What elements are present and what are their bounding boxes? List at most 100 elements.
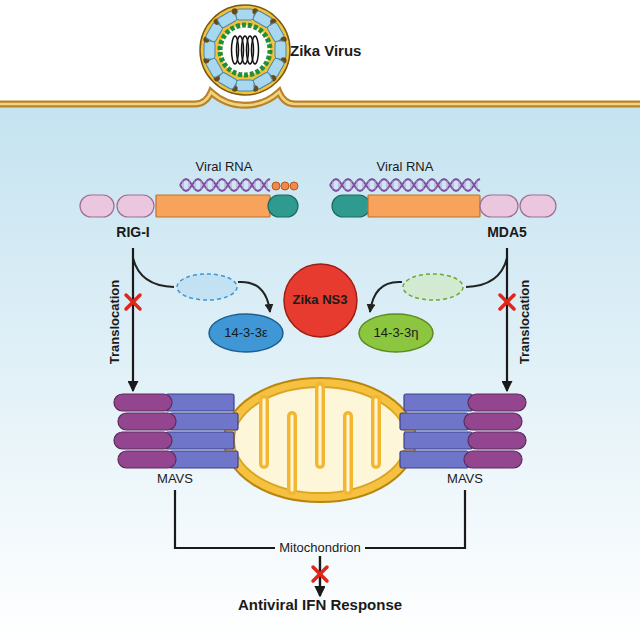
organelle-name: Mitochondrion: [275, 540, 365, 556]
rna-rung: [339, 181, 340, 189]
ns3-protein: Zika NS3: [283, 263, 358, 338]
rna-rung: [399, 181, 400, 189]
mda5-protein: MDA5: [330, 193, 558, 248]
rna-rung: [201, 181, 202, 189]
rna-rung: [207, 181, 208, 189]
rna-rung: [429, 181, 430, 189]
rna-rung: [213, 181, 214, 189]
rna-rung: [243, 181, 244, 189]
protein-domain: [268, 195, 298, 217]
block-mark: [126, 295, 140, 309]
crista: [259, 400, 269, 464]
envelope-protein: [204, 41, 215, 59]
rna-rung: [351, 181, 352, 189]
rna-label: Viral RNA: [196, 160, 253, 174]
rna-rung: [369, 181, 370, 189]
rna-label: Viral RNA: [377, 160, 434, 174]
crista: [343, 416, 353, 490]
mavs-card-domain: [118, 413, 176, 430]
rna-rung: [381, 181, 382, 189]
rna-rung: [225, 181, 226, 189]
mavs-filament: [112, 392, 238, 472]
rna-rung: [237, 181, 238, 189]
rna-rung: [261, 181, 262, 189]
node-label: MDA5: [487, 225, 527, 240]
rna-rung: [459, 181, 460, 189]
protein-domain: [117, 195, 154, 217]
rna-rung: [453, 181, 454, 189]
ifn-response: Antiviral IFN Response: [234, 597, 406, 618]
genome-coil: [252, 36, 259, 64]
outer-membrane: [224, 378, 416, 502]
node-label: 14-3-3ε: [224, 326, 267, 340]
mavs-aggregate: MAVS: [402, 392, 528, 490]
mavs-tm-domain: [404, 394, 472, 411]
edge-label: Translocation: [518, 280, 532, 365]
mavs-card-domain: [114, 432, 172, 449]
node-label: 14-3-3η: [374, 326, 419, 340]
rna-rung: [393, 181, 394, 189]
rna-rung: [411, 181, 412, 189]
rna-rung: [387, 181, 388, 189]
crista: [287, 416, 297, 490]
matrix: [234, 387, 406, 493]
protein-outline: [209, 314, 283, 352]
protein-domain: [480, 195, 518, 217]
rna-rung: [333, 181, 334, 189]
rna-rung: [405, 181, 406, 189]
triphosphate: [272, 182, 298, 190]
mavs-tm-domain: [166, 394, 234, 411]
block-mark: [126, 295, 514, 581]
mavs-card-domain: [468, 394, 526, 411]
mavs-tm-domain: [166, 432, 234, 449]
mavs-card-domain: [114, 394, 172, 411]
capsid: [220, 25, 270, 75]
mavs-tm-domain: [404, 432, 472, 449]
protein-domain: [80, 195, 114, 217]
edge-label: Translocation: [108, 280, 122, 365]
mavs-tm-domain: [170, 413, 238, 430]
cell-membrane: [0, 92, 640, 105]
rna-strand: [330, 179, 480, 191]
rna-rung: [189, 181, 190, 189]
mavs-card-domain: [468, 432, 526, 449]
rna-rung: [219, 181, 220, 189]
rna-rung: [363, 181, 364, 189]
mavs-card-domain: [464, 413, 522, 430]
cell-interior: [0, 92, 640, 640]
protein-outline: [284, 264, 357, 337]
rna-rung: [423, 181, 424, 189]
rna-rung: [447, 181, 448, 189]
14-3-3-eta: 14-3-3η: [358, 313, 434, 353]
rna-strand: [330, 179, 480, 191]
protein-domain: [520, 195, 556, 217]
node-label: RIG-I: [116, 225, 149, 240]
rna-rung: [435, 181, 436, 189]
crista-core: [291, 416, 294, 490]
mitochondrion: [224, 378, 416, 502]
mavs-card-domain: [464, 451, 522, 468]
node-label: MAVS: [157, 472, 193, 486]
cell-membrane-inner: [0, 92, 640, 105]
rig-i-protein: RIG-I: [78, 193, 300, 248]
block-mark: [313, 567, 327, 581]
protein-domain: [368, 195, 480, 217]
rna-rung: [255, 181, 256, 189]
rna-strand: [180, 179, 270, 191]
block-mark: [500, 295, 514, 309]
mavs-filament: [402, 392, 528, 472]
protein-domains: [330, 193, 558, 219]
rna-strand: [180, 179, 270, 191]
protein-domain: [332, 195, 370, 217]
envelope-protein: [236, 9, 254, 20]
zika-virion: [200, 5, 290, 95]
crista: [315, 387, 325, 464]
mavs-tm-domain: [170, 451, 238, 468]
protein-outline: [359, 314, 433, 352]
crista-core: [375, 400, 378, 464]
rna-rung: [183, 181, 184, 189]
signal-arrow: [506, 248, 508, 391]
rna-rung: [249, 181, 250, 189]
rna-rung: [471, 181, 472, 189]
rna-rung: [465, 181, 466, 189]
